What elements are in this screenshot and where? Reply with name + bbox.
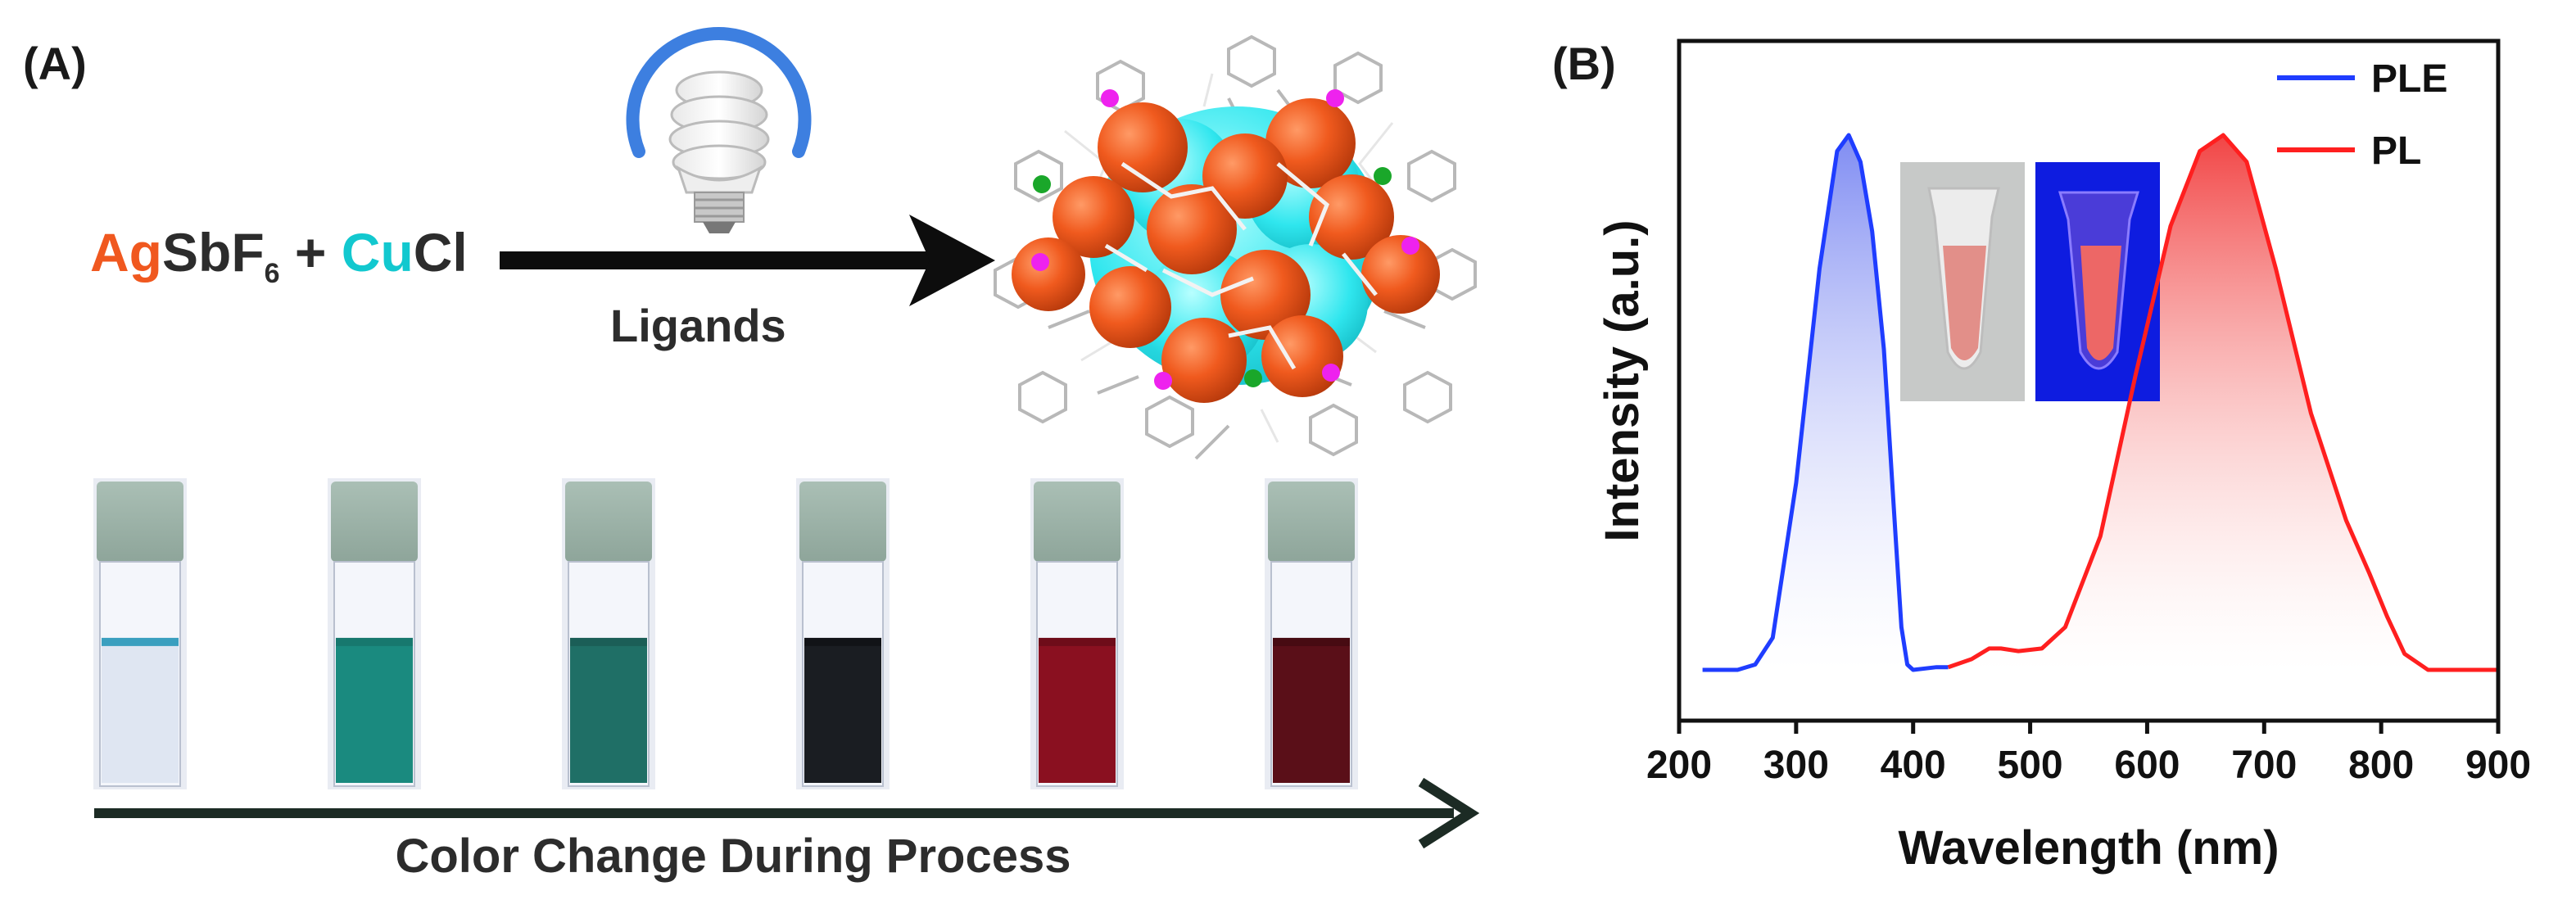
x-tick-label: 200 <box>1646 744 1712 787</box>
vial-meniscus <box>102 637 179 646</box>
series-line-ple <box>1702 133 1949 672</box>
spectrum-chart: 200 300 400 500 600 700 800 900 Wavelength (nm)… <box>1596 38 2531 875</box>
vial-meniscus <box>1039 637 1116 646</box>
vial-cap <box>799 482 886 562</box>
x-tick-label: 900 <box>2465 744 2531 787</box>
eq-plus: + <box>279 222 342 283</box>
x-tick-label: 400 <box>1881 744 1946 787</box>
vial-4 <box>796 478 890 789</box>
vial-meniscus <box>570 637 647 646</box>
reaction-equation: AgSbF6 + CuCl <box>90 221 468 290</box>
vial-liquid <box>804 640 881 783</box>
cluster-structure-image <box>994 34 1477 460</box>
eq-sub6: 6 <box>264 258 280 290</box>
light-bulb-icon <box>626 27 812 233</box>
vial-liquid <box>1039 640 1116 783</box>
vial-meniscus <box>804 637 881 646</box>
reaction-arrow <box>500 215 995 306</box>
panel-a-label: (A) <box>23 38 87 89</box>
chart-legend: PLE PL <box>2277 57 2447 173</box>
vial-cap <box>1268 482 1355 562</box>
eq-sbf: SbF <box>161 222 265 283</box>
x-tick-label: 600 <box>2114 744 2180 787</box>
legend-label-pl: PL <box>2371 129 2421 173</box>
vial-5 <box>1030 478 1124 789</box>
vial-meniscus <box>1273 637 1350 646</box>
x-tick-label: 500 <box>1998 744 2063 787</box>
vial-cap <box>331 482 418 562</box>
x-tick-label: 300 <box>1763 744 1829 787</box>
vial-cap <box>565 482 652 562</box>
legend-label-ple: PLE <box>2371 57 2447 101</box>
tube-daylight-sample <box>1943 246 1986 360</box>
x-tick-label: 700 <box>2231 744 2297 787</box>
process-caption: Color Change During Process <box>395 830 1071 883</box>
vial-meniscus <box>336 637 413 646</box>
vial-liquid <box>570 640 647 783</box>
vial-liquid <box>102 640 179 783</box>
x-tick-label: 800 <box>2348 744 2414 787</box>
vial-cap <box>97 482 183 562</box>
x-axis-title: Wavelength (nm) <box>1898 821 2279 875</box>
vial-liquid <box>336 640 413 783</box>
eq-ag: Ag <box>90 222 162 283</box>
ligands-label: Ligands <box>610 300 786 351</box>
vial-liquid <box>1273 640 1350 783</box>
series-area-pl <box>1948 135 2498 670</box>
vial-2 <box>328 478 421 789</box>
plot-frame <box>1677 38 2501 723</box>
series-area-ple <box>1702 135 1949 670</box>
tube-uv-sample <box>2080 246 2121 360</box>
y-axis-title: Intensity (a.u.) <box>1596 219 1649 541</box>
panel-b-label: (B) <box>1552 38 1616 89</box>
vial-6 <box>1265 478 1358 789</box>
vial-cap <box>1034 482 1120 562</box>
eq-cl: Cl <box>413 222 468 283</box>
series-line-pl <box>1947 133 2498 672</box>
vial-1 <box>93 478 187 789</box>
inset-photos <box>1900 162 2160 401</box>
eq-cu: Cu <box>341 222 414 283</box>
vials-row <box>93 478 1358 789</box>
vial-3 <box>562 478 655 789</box>
process-arrow <box>94 777 1480 849</box>
